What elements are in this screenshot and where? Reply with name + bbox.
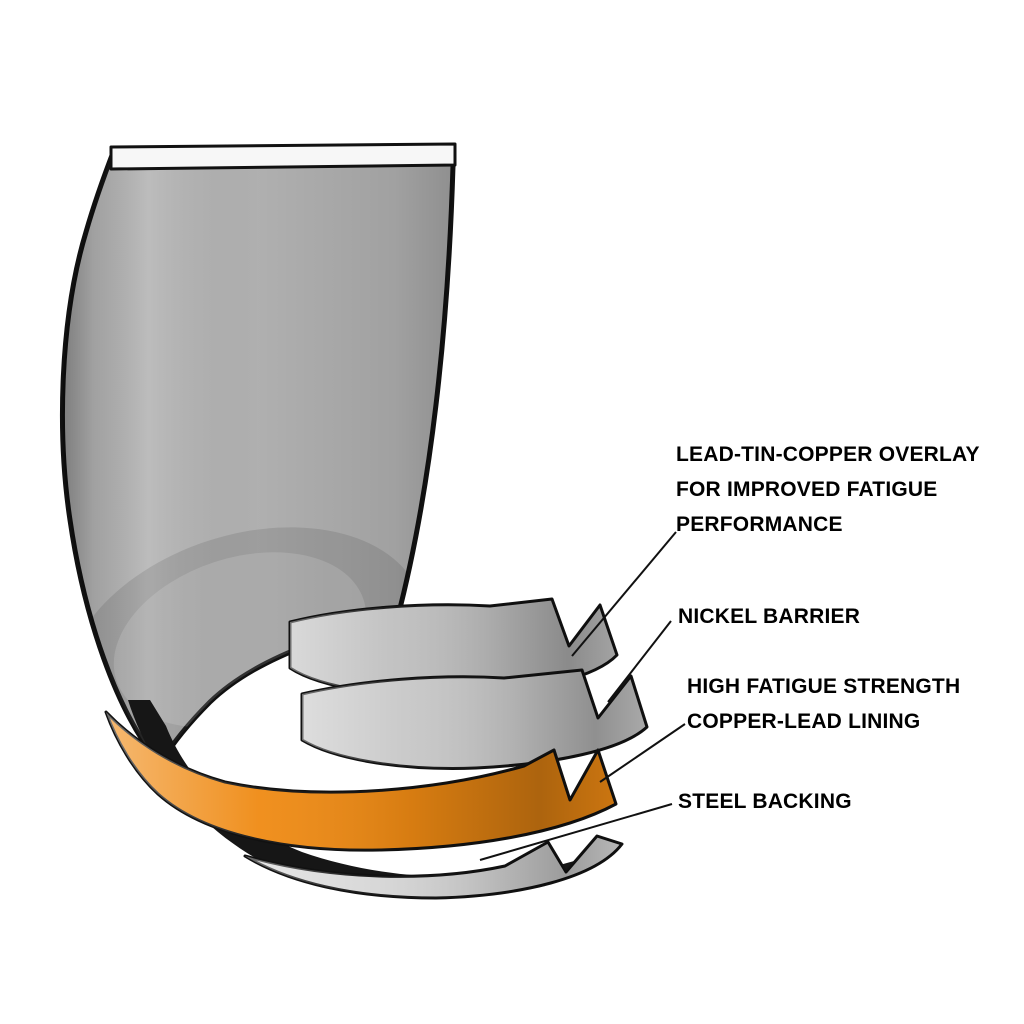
label-copper-lead-lining: HIGH FATIGUE STRENGTH COPPER-LEAD LINING [687, 675, 961, 733]
leader-line-nickel [607, 620, 672, 703]
leader-line-copper-lead [599, 723, 686, 783]
label-nickel-barrier: NICKEL BARRIER [678, 605, 861, 628]
leader-line-steel [479, 803, 673, 861]
leader-line-overlay [571, 531, 677, 657]
label-lead-tin-copper-overlay: LEAD-TIN-COPPER OVERLAY FOR IMPROVED FAT… [676, 443, 980, 536]
shell-top-face [109, 142, 457, 171]
label-steel-backing: STEEL BACKING [678, 790, 852, 813]
